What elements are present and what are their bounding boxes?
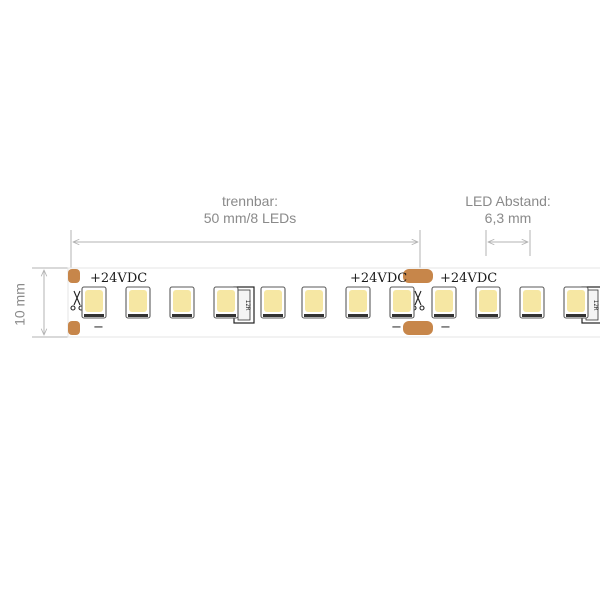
led-chip xyxy=(81,286,107,319)
led-pitch-dimension xyxy=(485,230,531,256)
voltage-label: +24VDC xyxy=(90,271,147,286)
led-chip xyxy=(431,286,457,319)
cut-length-title: trennbar: xyxy=(221,193,279,209)
led-chip xyxy=(260,286,286,319)
led-chip xyxy=(519,286,545,319)
minus-label: − xyxy=(93,320,104,335)
led-chip xyxy=(563,286,589,319)
led-pitch-value: 6,3 mm xyxy=(484,210,532,226)
resistor-code: 12R xyxy=(592,300,599,311)
minus-label: − xyxy=(440,320,451,335)
resistor-code: 12R xyxy=(244,300,251,311)
led-chip xyxy=(389,286,415,319)
led-pitch-label: LED Abstand: 6,3 mm xyxy=(448,193,568,227)
led-chip xyxy=(169,286,195,319)
cut-length-value: 50 mm/8 LEDs xyxy=(203,210,297,226)
cut-length-label: trennbar: 50 mm/8 LEDs xyxy=(170,193,330,227)
strip-body xyxy=(67,267,600,338)
led-chip xyxy=(345,286,371,319)
voltage-label: +24VDC xyxy=(350,271,407,286)
led-chip xyxy=(213,286,239,319)
led-chip xyxy=(301,286,327,319)
voltage-label: +24VDC xyxy=(440,271,497,286)
led-row xyxy=(81,286,589,319)
led-chip xyxy=(125,286,151,319)
copper-pads xyxy=(68,269,433,335)
led-pitch-title: LED Abstand: xyxy=(465,193,551,209)
cut-length-dimension xyxy=(70,230,421,268)
minus-label: − xyxy=(391,320,402,335)
strip-height-dimension xyxy=(32,267,70,338)
led-chip xyxy=(475,286,501,319)
